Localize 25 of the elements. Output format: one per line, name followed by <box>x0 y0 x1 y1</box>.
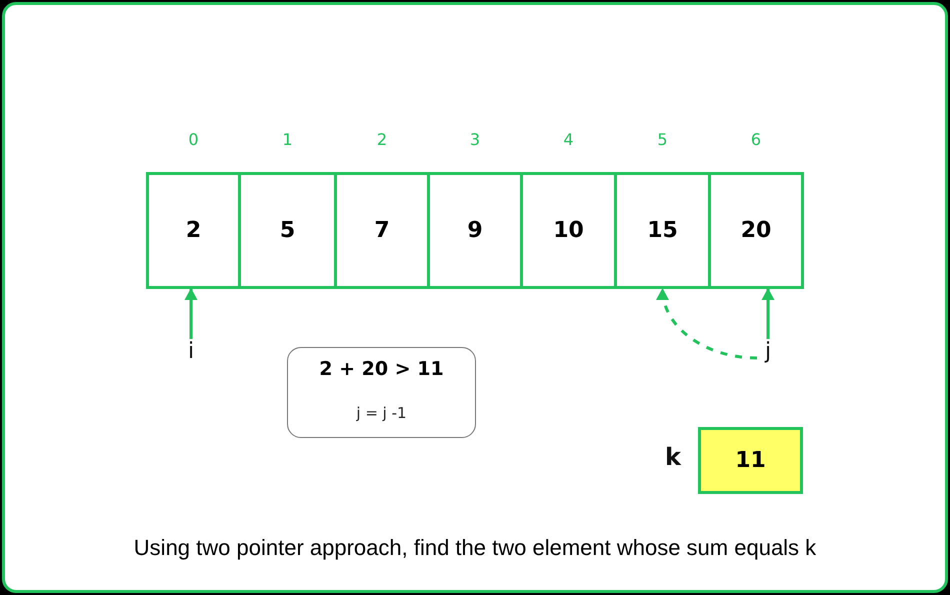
array-cell: 5 <box>238 172 337 289</box>
pointer-label: j <box>757 339 779 365</box>
condition-box <box>287 347 476 438</box>
index-label: 4 <box>562 130 575 150</box>
index-label: 2 <box>376 130 388 150</box>
update-text: j = j -1 <box>356 404 407 422</box>
variable-label: k <box>664 443 682 471</box>
array-cell: 20 <box>708 172 804 289</box>
index-label: 6 <box>750 130 762 150</box>
array-cell: 2 <box>146 172 241 289</box>
array-cell: 10 <box>520 172 617 289</box>
array-cell: 9 <box>427 172 523 289</box>
target-value-box: 11 <box>698 427 803 494</box>
caption-text: Using two pointer approach, find the two element whose sum equals k <box>134 535 816 560</box>
array-cell: 15 <box>614 172 711 289</box>
index-label: 3 <box>468 130 482 150</box>
dashed-arrow <box>657 288 758 360</box>
array-cell: 7 <box>334 172 430 289</box>
index-label: 1 <box>281 130 294 150</box>
index-label: 0 <box>187 130 200 150</box>
index-label: 5 <box>656 130 669 150</box>
pointer-arrow <box>184 288 198 339</box>
pointer-label: i <box>180 339 202 365</box>
condition-text: 2 + 20 > 11 <box>319 358 444 380</box>
pointer-arrow <box>762 288 774 339</box>
